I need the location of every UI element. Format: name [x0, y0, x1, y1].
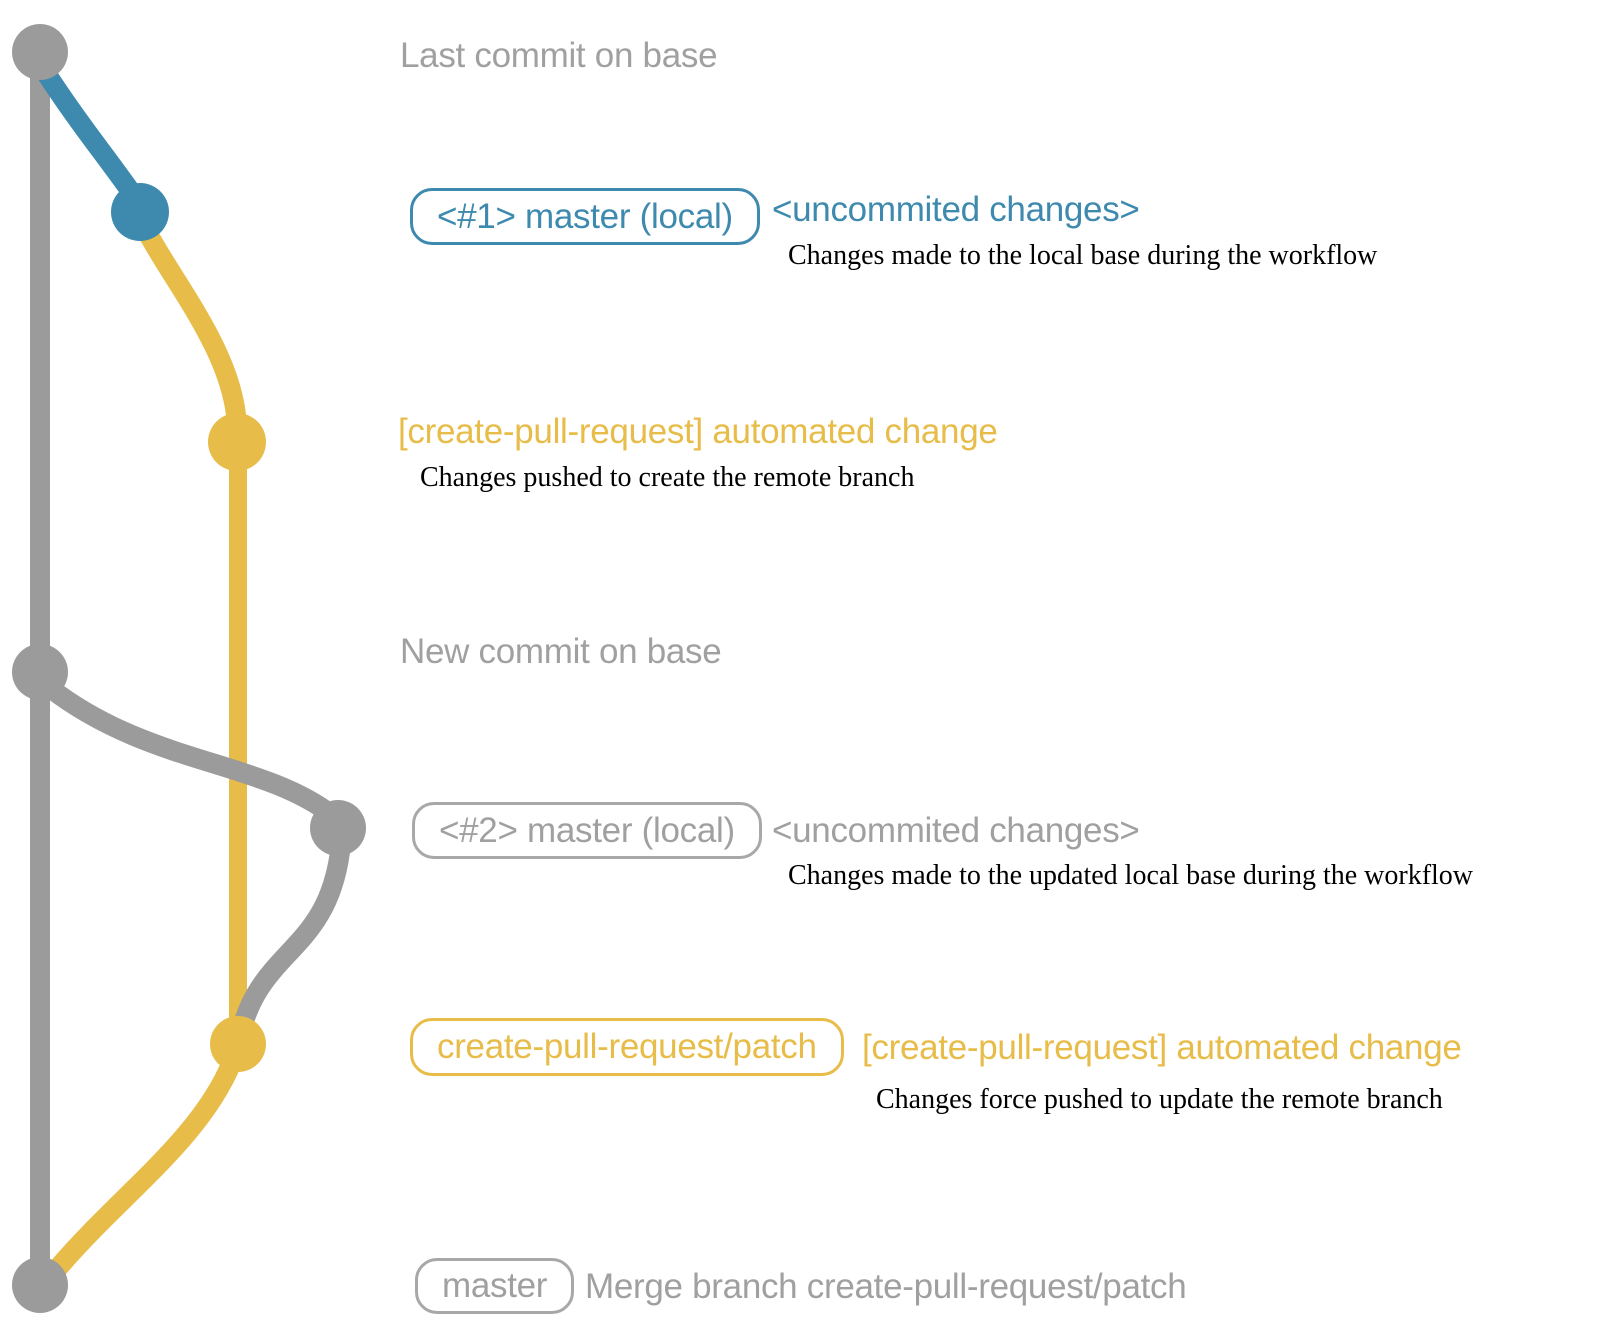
merge-heading: Merge branch create-pull-request/patch: [585, 1267, 1187, 1306]
branch-label-create-pull-request-patch: create-pull-request/patch: [410, 1018, 844, 1076]
commit1-description: Changes made to the local base during th…: [788, 240, 1378, 271]
automated-change-heading-2: [create-pull-request] automated change: [862, 1028, 1462, 1067]
local-change-branch-curve: [34, 60, 144, 206]
automated-change-heading-1: [create-pull-request] automated change: [398, 412, 998, 451]
updated-local-branch-curve: [40, 678, 342, 825]
uncommitted-changes-tag-2: <uncommited changes>: [772, 811, 1140, 850]
commit-dot-local-1: [111, 183, 169, 241]
branch-label-master-local-2: <#2> master (local): [412, 802, 762, 859]
commit-dot-push-2: [210, 1016, 266, 1072]
last-commit-heading: Last commit on base: [400, 36, 718, 75]
commit-dot-local-2: [310, 800, 366, 856]
commit-dot-new-base: [12, 644, 68, 700]
new-commit-heading: New commit on base: [400, 632, 722, 671]
remote-branch-curve-top: [136, 220, 247, 438]
git-graph: [12, 24, 366, 1313]
push1-description: Changes pushed to create the remote bran…: [420, 462, 915, 493]
commit-dot-last-base: [12, 24, 68, 80]
commit2-description: Changes made to the updated local base d…: [788, 860, 1474, 891]
branch-label-master: master: [415, 1258, 575, 1314]
uncommitted-changes-tag-1: <uncommited changes>: [772, 190, 1140, 229]
updated-local-merge-curve: [229, 842, 350, 1050]
commit-dot-push-1: [208, 413, 266, 471]
branch-label-master-local-1: <#1> master (local): [410, 188, 760, 245]
push2-description: Changes force pushed to update the remot…: [876, 1084, 1443, 1115]
merge-to-base-curve: [48, 1052, 242, 1278]
commit-dot-merge: [12, 1257, 68, 1313]
